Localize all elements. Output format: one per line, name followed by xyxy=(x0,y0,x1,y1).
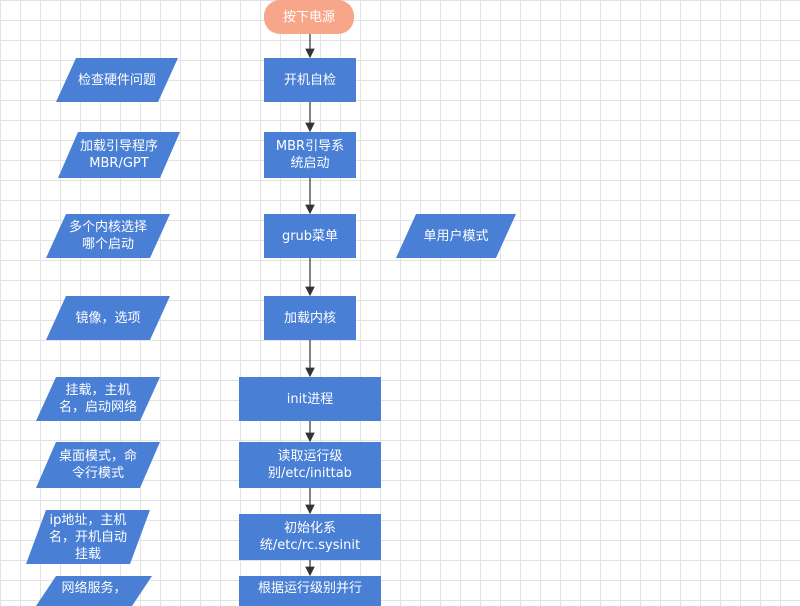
step-grub-menu: grub菜单 xyxy=(264,214,356,258)
note-desktop-cli-mode: 桌面模式，命 令行模式 xyxy=(58,449,137,481)
note-kernel-select: 多个内核选择 哪个启动 xyxy=(68,220,147,252)
step-runlevel-parallel: 根据运行级别并行 xyxy=(239,576,381,606)
note-image-options: 镜像，选项 xyxy=(75,310,141,326)
note-network-services: 网络服务， xyxy=(61,581,127,596)
step-post: 开机自检 xyxy=(264,58,356,102)
step-power-on: 按下电源 xyxy=(264,0,354,34)
note-single-user-mode: 单用户模式 xyxy=(423,228,489,244)
step-mbr-boot: MBR引导系 统启动 xyxy=(264,132,356,178)
step-read-runlevel: 读取运行级 别/etc/inittab xyxy=(239,442,381,488)
step-init-process: init进程 xyxy=(239,377,381,421)
note-load-bootloader: 加载引导程序 MBR/GPT xyxy=(79,139,158,171)
step-rc-sysinit: 初始化系 统/etc/rc.sysinit xyxy=(239,514,381,560)
note-ip-hostname-automount: ip地址，主机 名，开机自动 挂载 xyxy=(48,512,127,562)
note-mount-hostname-network: 挂载，主机 名，启动网络 xyxy=(58,383,137,415)
note-check-hardware: 检查硬件问题 xyxy=(77,72,156,88)
step-load-kernel: 加载内核 xyxy=(264,296,356,340)
